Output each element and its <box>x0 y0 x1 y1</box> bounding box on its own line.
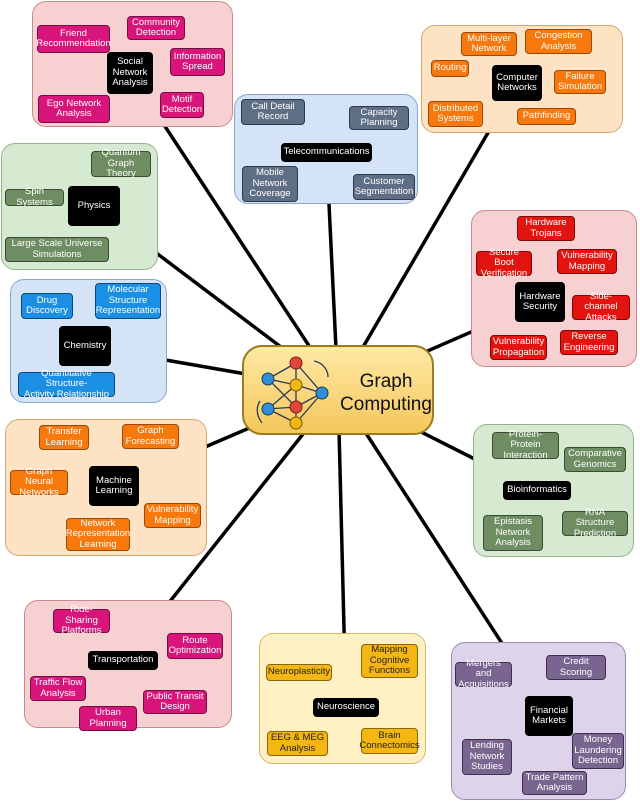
social-leaf-node: Information Spread <box>170 48 225 76</box>
hub-finance: Financial Markets <box>525 696 573 736</box>
telecom-leaf-node: Capacity Planning <box>349 106 409 130</box>
transport-leaf-node: Route Optimization <box>167 633 223 659</box>
finance-leaf-node: Mergers and Acquisitions <box>455 658 512 689</box>
ml-leaf-node: Transfer Learning <box>39 425 89 450</box>
telecom-leaf-node: Call Detail Record <box>241 99 305 125</box>
hub-ml: Machine Learning <box>89 466 139 506</box>
finance-leaf-node: Trade Pattern Analysis <box>522 771 587 795</box>
ml-leaf-node: Vulnerability Mapping <box>144 503 201 528</box>
neuro-leaf-node: Mapping Cognitive Functions <box>361 644 418 678</box>
computer-leaf-node: Distributed Systems <box>428 101 483 127</box>
social-leaf-node: Friend Recommendation <box>36 25 111 53</box>
hub-bio: Bioinformatics <box>503 481 571 500</box>
neuro-leaf-node: EEG & MEG Analysis <box>267 731 328 756</box>
chemistry-leaf-node: Drug Discovery <box>21 293 73 319</box>
transport-leaf-node: Public Transit Design <box>143 690 207 714</box>
chemistry-leaf-node: Molecular Structure Representation <box>95 283 161 319</box>
hub-chemistry: Chemistry <box>59 326 111 366</box>
transport-leaf-node: Traffic Flow Analysis <box>30 676 86 701</box>
hub-neuro: Neuroscience <box>313 698 379 717</box>
telecom-leaf-node: Mobile Network Coverage <box>242 166 298 202</box>
social-leaf-node: Community Detection <box>127 16 185 40</box>
hub-transport: Transportation <box>88 651 158 670</box>
ml-leaf-node: Graph Forecasting <box>122 424 179 449</box>
hub-hardware: Hardware Security <box>515 282 565 322</box>
hardware-leaf-node: Secure Boot Verification <box>476 247 532 278</box>
bio-leaf-node: Comparative Genomics <box>564 447 626 472</box>
computer-leaf-node: Routing <box>431 60 469 77</box>
hardware-leaf-node: Reverse Engineering <box>560 330 618 355</box>
bio-leaf-node: Protein-Protein Interaction <box>492 429 559 460</box>
hardware-leaf-node: Vulnerability Propagation <box>490 335 547 360</box>
neuro-leaf-node: Brain Connectomics <box>359 728 420 754</box>
telecom-leaf-node: Customer Segmentation <box>353 174 415 200</box>
ml-leaf-node: Graph Neural Networks <box>10 466 68 497</box>
transport-leaf-node: Urban Planning <box>79 706 137 731</box>
hub-physics: Physics <box>68 186 120 226</box>
graph-computing-center-node: Graph Computing <box>242 345 434 435</box>
computer-leaf-node: Multi-layer Network <box>461 32 517 56</box>
social-leaf-node: Ego Network Analysis <box>38 95 110 123</box>
computer-leaf-node: Pathfinding <box>517 108 576 125</box>
finance-leaf-node: Credit Scoring <box>546 655 606 680</box>
computer-leaf-node: Congestion Analysis <box>525 29 592 54</box>
hub-telecom: Telecommunications <box>281 143 372 162</box>
finance-leaf-node: Money Laundering Detection <box>572 733 624 769</box>
ml-leaf-node: Network Representation Learning <box>65 517 131 551</box>
hardware-leaf-node: Side-channel Attacks <box>572 291 630 322</box>
hardware-leaf-node: Hardware Trojans <box>517 216 575 241</box>
graph-network-icon <box>256 356 329 430</box>
computer-leaf-node: Failure Simulation <box>554 70 606 94</box>
physics-leaf-node: Large Scale Universe Simulations <box>5 237 109 262</box>
hardware-leaf-node: Vulnerability Mapping <box>557 249 617 274</box>
finance-leaf-node: Lending Network Studies <box>462 739 512 775</box>
center-title: Graph Computing <box>340 371 432 415</box>
hub-computer: Computer Networks <box>492 65 542 101</box>
physics-leaf-node: Spin Systems <box>5 186 64 207</box>
bio-leaf-node: RNA Structure Prediction <box>562 507 628 538</box>
physics-leaf-node: Quantum Graph Theory <box>91 148 151 179</box>
social-leaf-node: Motif Detection <box>160 92 204 118</box>
transport-leaf-node: Ride-Sharing Platforms <box>53 605 110 636</box>
hub-social: Social Network Analysis <box>107 52 153 94</box>
chemistry-leaf-node: Quantitative Structure- Activity Relatio… <box>18 368 115 399</box>
bio-leaf-node: Epistasis Network Analysis <box>483 515 543 551</box>
connector-center-computer <box>336 82 519 391</box>
neuro-leaf-node: Neuroplasticity <box>266 664 332 681</box>
